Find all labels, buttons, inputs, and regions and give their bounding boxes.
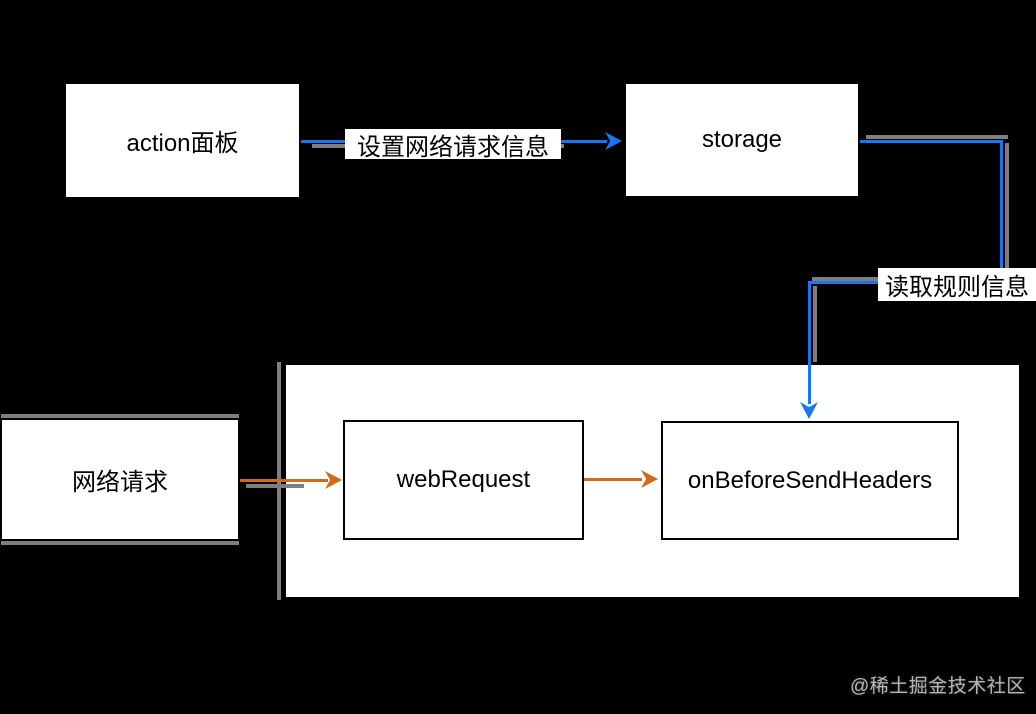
node-on-before-send-headers: onBeforeSendHeaders [661,421,959,540]
edge-network-to-webrequest-line [240,479,328,482]
edge-shadow [246,484,304,488]
node-action-panel: action面板 [64,82,301,199]
edge-read-rule-line [1000,140,1003,284]
edge-shadow [866,135,1008,139]
edge-shadow [1005,143,1009,275]
edge-read-rule-line [808,281,811,404]
edge-webrequest-to-onbefore-line [584,478,642,481]
node-web-request: webRequest [343,420,584,540]
edge-shadow [812,277,880,281]
node-network-request: 网络请求 [0,418,240,541]
node-storage: storage [624,82,860,198]
edge-label-read-rule-info: 读取规则信息 [878,268,1036,301]
watermark-text: @稀土掘金技术社区 [850,676,1026,697]
edge-shadow [813,286,817,362]
arrowhead-right-icon [605,132,622,150]
edge-label-set-request-info: 设置网络请求信息 [345,129,561,161]
edge-read-rule-line [860,140,1003,143]
